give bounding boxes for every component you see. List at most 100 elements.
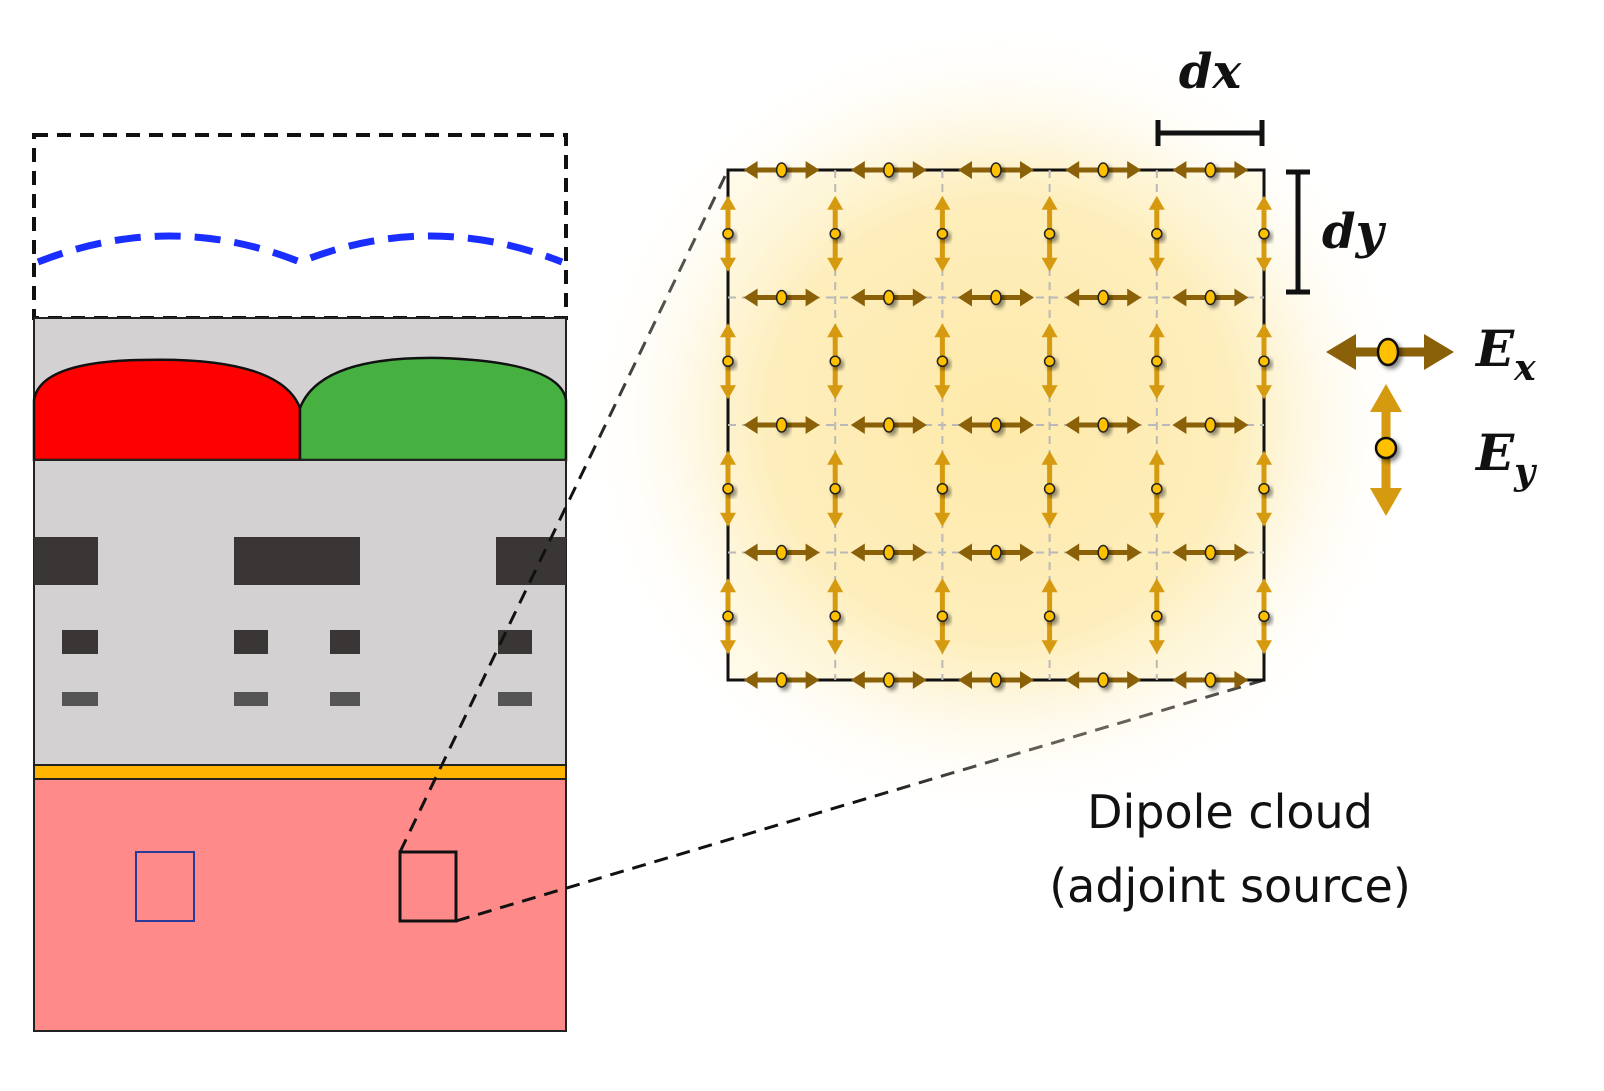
ex-dipole-head [850,288,865,307]
ey-dipole-dot [1043,228,1056,240]
ex-dipole-dot [1097,289,1109,306]
ey-dipole-head [1041,195,1058,210]
ey-dipole-head [827,323,844,338]
ex-dipole [1172,161,1249,179]
ey-dipole-head [1041,257,1058,272]
dashed-top-region [32,133,568,320]
ex-dipole [958,416,1034,434]
ex-dipole [1172,288,1249,307]
ex-dipole [850,543,927,562]
ex-dipole-head [850,161,865,179]
metal-bar [34,537,98,585]
ex-dipole-head [850,543,865,562]
ey-dipole-head [1148,512,1165,527]
ey-dipole [934,323,951,400]
ex-dipole-head [1020,288,1034,307]
ey-dipole-head [1148,385,1165,400]
ex-dipole [958,161,1034,179]
ex-dipole-head [1127,288,1142,307]
ex-dipole [958,543,1034,562]
ey-dipole-head [1148,578,1165,593]
ex-dipole-dot [775,289,788,306]
ex-dipole-head [912,288,927,307]
ey-dipole-dot [936,483,949,495]
yellow-strip [33,764,567,780]
ey-dipole-head [934,512,951,527]
ey-dipole-head [827,385,844,400]
dy-scale-bar: dy [1286,169,1387,295]
ey-dipole [934,450,951,527]
ey-dipole-dot [936,355,949,367]
ex-dipole-head [1127,671,1142,689]
ey-dipole-dot [829,228,841,240]
ey-dipole [1148,578,1165,655]
ex-dipole [850,416,927,434]
ex-dipole-dot [1097,544,1109,561]
ex-dipole-head [1234,288,1249,307]
ey-dipole-head [1256,450,1272,465]
ex-dipole-head [958,416,972,434]
ex-dipole-head [805,416,820,434]
ey-dipole-head [827,450,844,465]
ex-dipole-dot [883,672,895,688]
ex-dipole [1065,416,1142,434]
ex-dipole-dot [990,672,1002,688]
ex-dipole-dot [883,162,895,178]
ey-dipole-head [1256,385,1272,400]
ey-dipole-dot [829,355,841,367]
metal-layer-region [33,459,567,766]
ey-dipole-head [1256,257,1272,272]
ex-dipole-head [1020,543,1034,562]
ex-dipole [958,288,1034,307]
ey-dipole-head [720,450,736,465]
ex-dipole-dot [883,417,895,433]
ex-dipole [1065,288,1142,307]
ey-dipole [1148,195,1165,272]
ex-dipole-head [912,543,927,562]
ex-dipole-head [805,671,820,689]
ey-dipole-head [934,257,951,272]
ex-dipole-head [1065,161,1080,179]
ey-dipole [934,195,951,272]
ey-dipole [934,578,951,655]
ey-dipole-head [1041,450,1058,465]
ex-dipole-head [743,671,758,689]
ex-dipole-dot [990,417,1002,433]
ex-dipole-dot [990,289,1002,306]
ey-dipole [720,195,736,272]
ex-label: Ex [1474,319,1536,389]
ex-dipole-head [1020,161,1034,179]
ey-dipole-head [1256,195,1272,210]
ey-dipole [1256,323,1272,400]
ey-dipole-dot [1151,355,1163,367]
ex-dipole-dot [775,417,788,433]
silicon-substrate [33,778,567,1032]
ex-dipole-head [1234,671,1249,689]
ey-dipole [720,323,736,400]
ey-dipole-head [720,323,736,338]
ex-dipole-head [850,416,865,434]
ex-dipole-dot [1204,162,1217,178]
ex-dipole-head [805,161,820,179]
horizontal-dipole-arrow-icon [1326,334,1454,370]
ey-dipole-head [1041,640,1058,655]
ey-dipole-head [1148,323,1165,338]
ex-dipole [743,543,820,562]
ey-dipole-dot [722,355,734,367]
ex-dipole-dot [775,672,788,688]
ey-dipole-head [1148,195,1165,210]
metal-bar [234,630,268,654]
ey-dipole-head [1148,257,1165,272]
ex-dipole [850,161,927,179]
ex-dipole-head [1065,543,1080,562]
metal-bar [498,692,532,706]
ey-dipole-head [934,578,951,593]
ey-dipole-dot [1258,228,1270,240]
ey-dipole [1148,450,1165,527]
field-legend: Ex Ey [1326,319,1537,516]
ex-dipole-dot [883,289,895,306]
ey-dipole-dot [1151,483,1163,495]
ex-dipole-head [958,543,972,562]
ex-dipole-head [1234,416,1249,434]
